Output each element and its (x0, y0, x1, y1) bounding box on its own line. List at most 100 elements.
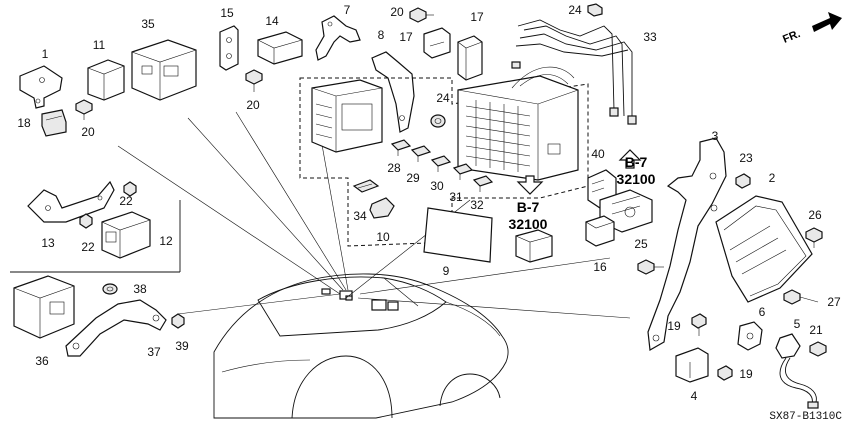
part-4-bracket (675, 347, 709, 383)
part-35-control-unit (131, 39, 197, 101)
ref-number: 32100 (617, 171, 656, 187)
vehicle-outline (213, 273, 509, 419)
part-5-sensor (775, 333, 819, 409)
callout-label: 2 (769, 171, 776, 185)
direction-label: FR. (781, 28, 802, 46)
part-22-bolt-b (79, 213, 93, 229)
part-14-relay (257, 31, 303, 65)
callout-label: 15 (220, 6, 234, 20)
callout-label: 6 (759, 305, 766, 319)
junction-box (457, 66, 579, 181)
callout-label: 1 (42, 47, 49, 61)
fuse-28 (390, 139, 412, 156)
callout-label: 32 (470, 198, 484, 212)
callout-label: 21 (809, 323, 823, 337)
part-20-bolt-c (409, 7, 434, 23)
fuse-29 (410, 145, 432, 162)
callout-label: 18 (17, 116, 31, 130)
fuse-box-body (311, 79, 383, 153)
callout-label: 37 (147, 345, 161, 359)
callout-label: 23 (739, 151, 753, 165)
part-17-relay-b (457, 35, 483, 81)
callout-label: 33 (643, 30, 657, 44)
part-23-bolt (735, 173, 751, 189)
ref-label-lower: B-7 32100 (509, 199, 548, 232)
callout-label: 39 (175, 339, 189, 353)
group-dividers (10, 200, 181, 273)
callout-label: 27 (827, 295, 841, 309)
callout-label: 19 (667, 319, 681, 333)
fuse-box-outline (299, 77, 589, 247)
part-33-harness (511, 19, 637, 125)
callout-label: 28 (387, 161, 401, 175)
callout-label: 17 (399, 30, 413, 44)
callout-label: 22 (119, 194, 133, 208)
fuse-32 (472, 175, 494, 192)
part-13-bracket (27, 180, 115, 223)
part-37-bracket (65, 299, 167, 357)
part-39-bolt (171, 313, 185, 329)
callout-label: 20 (81, 125, 95, 139)
callout-label: 16 (593, 260, 607, 274)
part-36-control-unit (13, 275, 75, 339)
part-22-bolt-a (123, 181, 137, 197)
part-27-bolt (783, 289, 819, 305)
part-15-bracket (219, 25, 239, 71)
callout-label: 14 (265, 14, 279, 28)
callout-label: 40 (591, 147, 605, 161)
part-1-bracket (19, 65, 63, 109)
part-24-grommet (430, 114, 446, 128)
callout-label: 9 (443, 264, 450, 278)
part-18-connector (41, 109, 67, 137)
callout-label: 4 (691, 389, 698, 403)
part-21-bolt (809, 341, 827, 357)
diagram-code: SX87-B1310C (769, 411, 842, 423)
ref-number: 32100 (509, 216, 548, 232)
callout-label: 3 (712, 129, 719, 143)
fuse-34 (352, 179, 380, 193)
callout-label: 24 (568, 3, 582, 17)
part-20-bolt-b (245, 69, 263, 92)
callout-label: 29 (406, 171, 420, 185)
callout-label: 36 (35, 354, 49, 368)
part-19-bolt-a (691, 313, 707, 336)
callout-label: 26 (808, 208, 822, 222)
part-7-bracket (315, 15, 361, 61)
part-16-relay-a (585, 215, 615, 247)
down-arrow (516, 175, 544, 195)
part-3-bracket (647, 137, 727, 351)
callout-label: 13 (41, 236, 55, 250)
callout-label: 17 (470, 10, 484, 24)
part-38-grommet (102, 283, 118, 295)
callout-label: 20 (246, 98, 260, 112)
fuse-31 (452, 163, 474, 180)
up-arrow (618, 149, 642, 169)
part-16-relay-b (515, 229, 553, 263)
callout-label: 10 (376, 230, 390, 244)
callout-label: 35 (141, 17, 155, 31)
part-20-bolt-a (75, 99, 93, 120)
callout-label: 31 (449, 190, 463, 204)
callout-label: 20 (390, 5, 404, 19)
part-12-control-unit (101, 211, 151, 259)
callout-labels: 1 2 3 4 5 6 7 8 9 10 11 12 13 14 15 16 1… (17, 3, 841, 403)
callout-label: 22 (81, 240, 95, 254)
part-11-relay (87, 59, 125, 101)
callout-label: 7 (344, 3, 351, 17)
part-26-bolt (805, 227, 823, 248)
ref-section: B-7 (625, 154, 648, 170)
part-10-puller (369, 197, 395, 219)
ref-section: B-7 (517, 199, 540, 215)
part-6-bracket (737, 321, 763, 351)
front-direction-arrow: FR. (781, 12, 842, 46)
callout-label: 24 (436, 91, 450, 105)
part-17-relay-a (423, 27, 451, 59)
callout-label: 8 (378, 28, 385, 42)
callout-label: 11 (93, 38, 106, 52)
part-25-bolt (637, 259, 664, 275)
callout-label: 38 (133, 282, 147, 296)
ref-label-upper: B-7 32100 (617, 154, 656, 187)
part-2-ecu (715, 195, 813, 303)
part-19-bolt-b (717, 365, 733, 381)
